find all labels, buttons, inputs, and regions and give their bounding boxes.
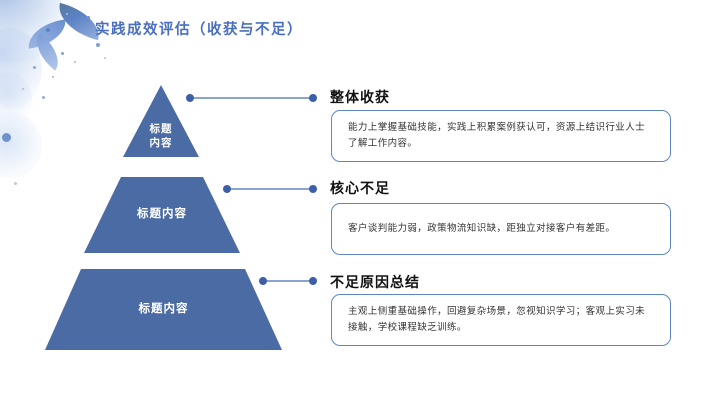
decor-dot: [66, 13, 68, 15]
decor-dot: [42, 96, 45, 99]
section-body-gains: 能力上掌握基础技能，实践上积累案例获认可，资源上结识行业人士了解工作内容。: [348, 122, 646, 149]
section-body-causes: 主观上侧重基础操作，回避复杂场景，忽视知识学习；客观上实习未接触，学校课程缺乏训…: [348, 306, 646, 333]
flower-shape: [0, 112, 42, 178]
decor-dot: [14, 182, 17, 185]
connector-line: [265, 280, 314, 282]
connector-line: [192, 97, 314, 99]
petal-shape: [0, 0, 76, 75]
section-box-gains: 能力上掌握基础技能，实践上积累案例获认可，资源上结识行业人士了解工作内容。: [331, 110, 671, 162]
pyramid-level-bottom-label: 标题内容: [138, 302, 189, 315]
leaf-icon: [27, 33, 68, 71]
petal-shape: [0, 21, 51, 115]
section-heading-causes: 不足原因总结: [330, 274, 420, 290]
slide-title: 实践成效评估（收获与不足）: [95, 22, 303, 38]
connector-line: [229, 188, 314, 190]
decor-dot: [22, 88, 24, 90]
decor-dot: [87, 16, 90, 19]
section-heading-shortcomings: 核心不足: [330, 180, 390, 196]
section-heading-gains: 整体收获: [330, 89, 390, 105]
decor-dot: [52, 76, 54, 78]
decor-dot: [96, 43, 100, 47]
decor-dot: [46, 28, 50, 32]
petal-shape: [0, 72, 32, 128]
pyramid-level-top-label: 标题 内容: [149, 122, 173, 149]
section-body-shortcomings: 客户谈判能力弱，政策物流知识缺，距独立对接客户有差距。: [348, 223, 616, 235]
leaf-icon: [25, 19, 69, 49]
section-box-causes: 主观上侧重基础操作，回避复杂场景，忽视知识学习；客观上实习未接触，学校课程缺乏训…: [331, 294, 671, 346]
pyramid-level-middle-label: 标题内容: [137, 208, 187, 221]
connector-dot: [223, 185, 231, 193]
decor-dot: [74, 61, 76, 63]
pyramid-level-middle: 标题内容: [84, 177, 240, 253]
flower-center-dot: [2, 133, 11, 142]
decor-dot: [33, 66, 36, 69]
decor-dot: [61, 52, 64, 55]
connector-dot: [309, 277, 317, 285]
pyramid-level-bottom: 标题内容: [45, 269, 282, 350]
decor-dot: [104, 57, 106, 59]
connector-dot: [186, 94, 194, 102]
section-box-shortcomings: 客户谈判能力弱，政策物流知识缺，距独立对接客户有差距。: [331, 203, 671, 255]
connector-dot: [309, 185, 317, 193]
connector-dot: [309, 94, 317, 102]
connector-dot: [259, 277, 267, 285]
